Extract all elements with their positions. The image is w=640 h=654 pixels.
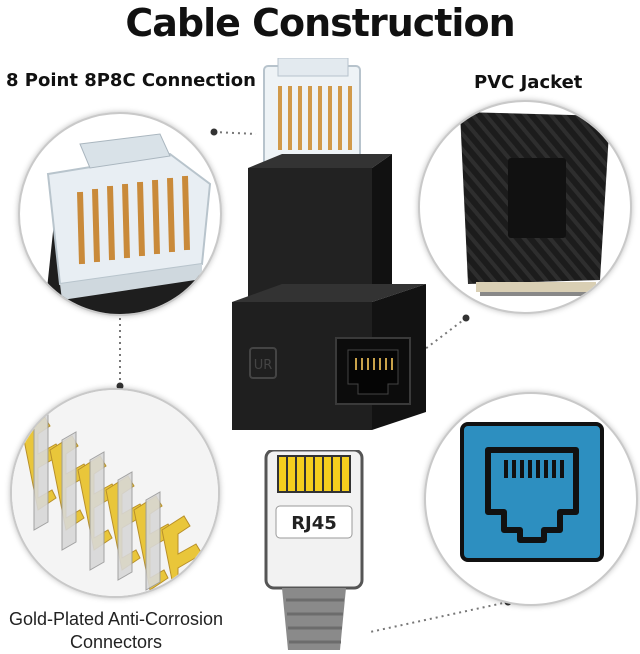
adapter-ul-badge: UR: [249, 347, 277, 379]
label-gold-plated: Gold-Plated Anti-Corrosion Connectors: [0, 608, 232, 654]
gold-pins-image: [12, 390, 218, 596]
leader-dot-pvc: [462, 314, 470, 322]
jack-icon-circle: [424, 392, 638, 606]
label-pvc-jacket: PVC Jacket: [474, 72, 583, 93]
rj45-label: RJ45: [291, 513, 337, 534]
plug-closeup-circle: [18, 112, 222, 316]
pvc-jacket-image: [460, 112, 610, 296]
adapter-plug-head: [263, 58, 361, 171]
adapter-badge-text: UR: [254, 358, 273, 373]
leader-dot-8p8c: [210, 128, 218, 136]
leader-dot-gold: [116, 382, 124, 390]
page-title: Cable Construction: [125, 1, 515, 45]
label-gold-line2: Connectors: [69, 632, 163, 652]
rj45-jack-icon: [460, 422, 604, 562]
plug-closeup-image: [42, 133, 212, 314]
gold-pins-circle: [10, 388, 220, 598]
leader-line-jack: [369, 601, 509, 633]
leader-line-8p8c: [213, 131, 257, 135]
label-8p8c-connection: 8 Point 8P8C Connection: [6, 70, 256, 91]
label-gold-line1: Gold-Plated Anti-Corrosion: [8, 609, 224, 629]
rj45-plug-illustration: RJ45: [264, 450, 364, 650]
pvc-jacket-circle: [418, 100, 632, 314]
adapter-product-image: UR: [232, 58, 426, 430]
